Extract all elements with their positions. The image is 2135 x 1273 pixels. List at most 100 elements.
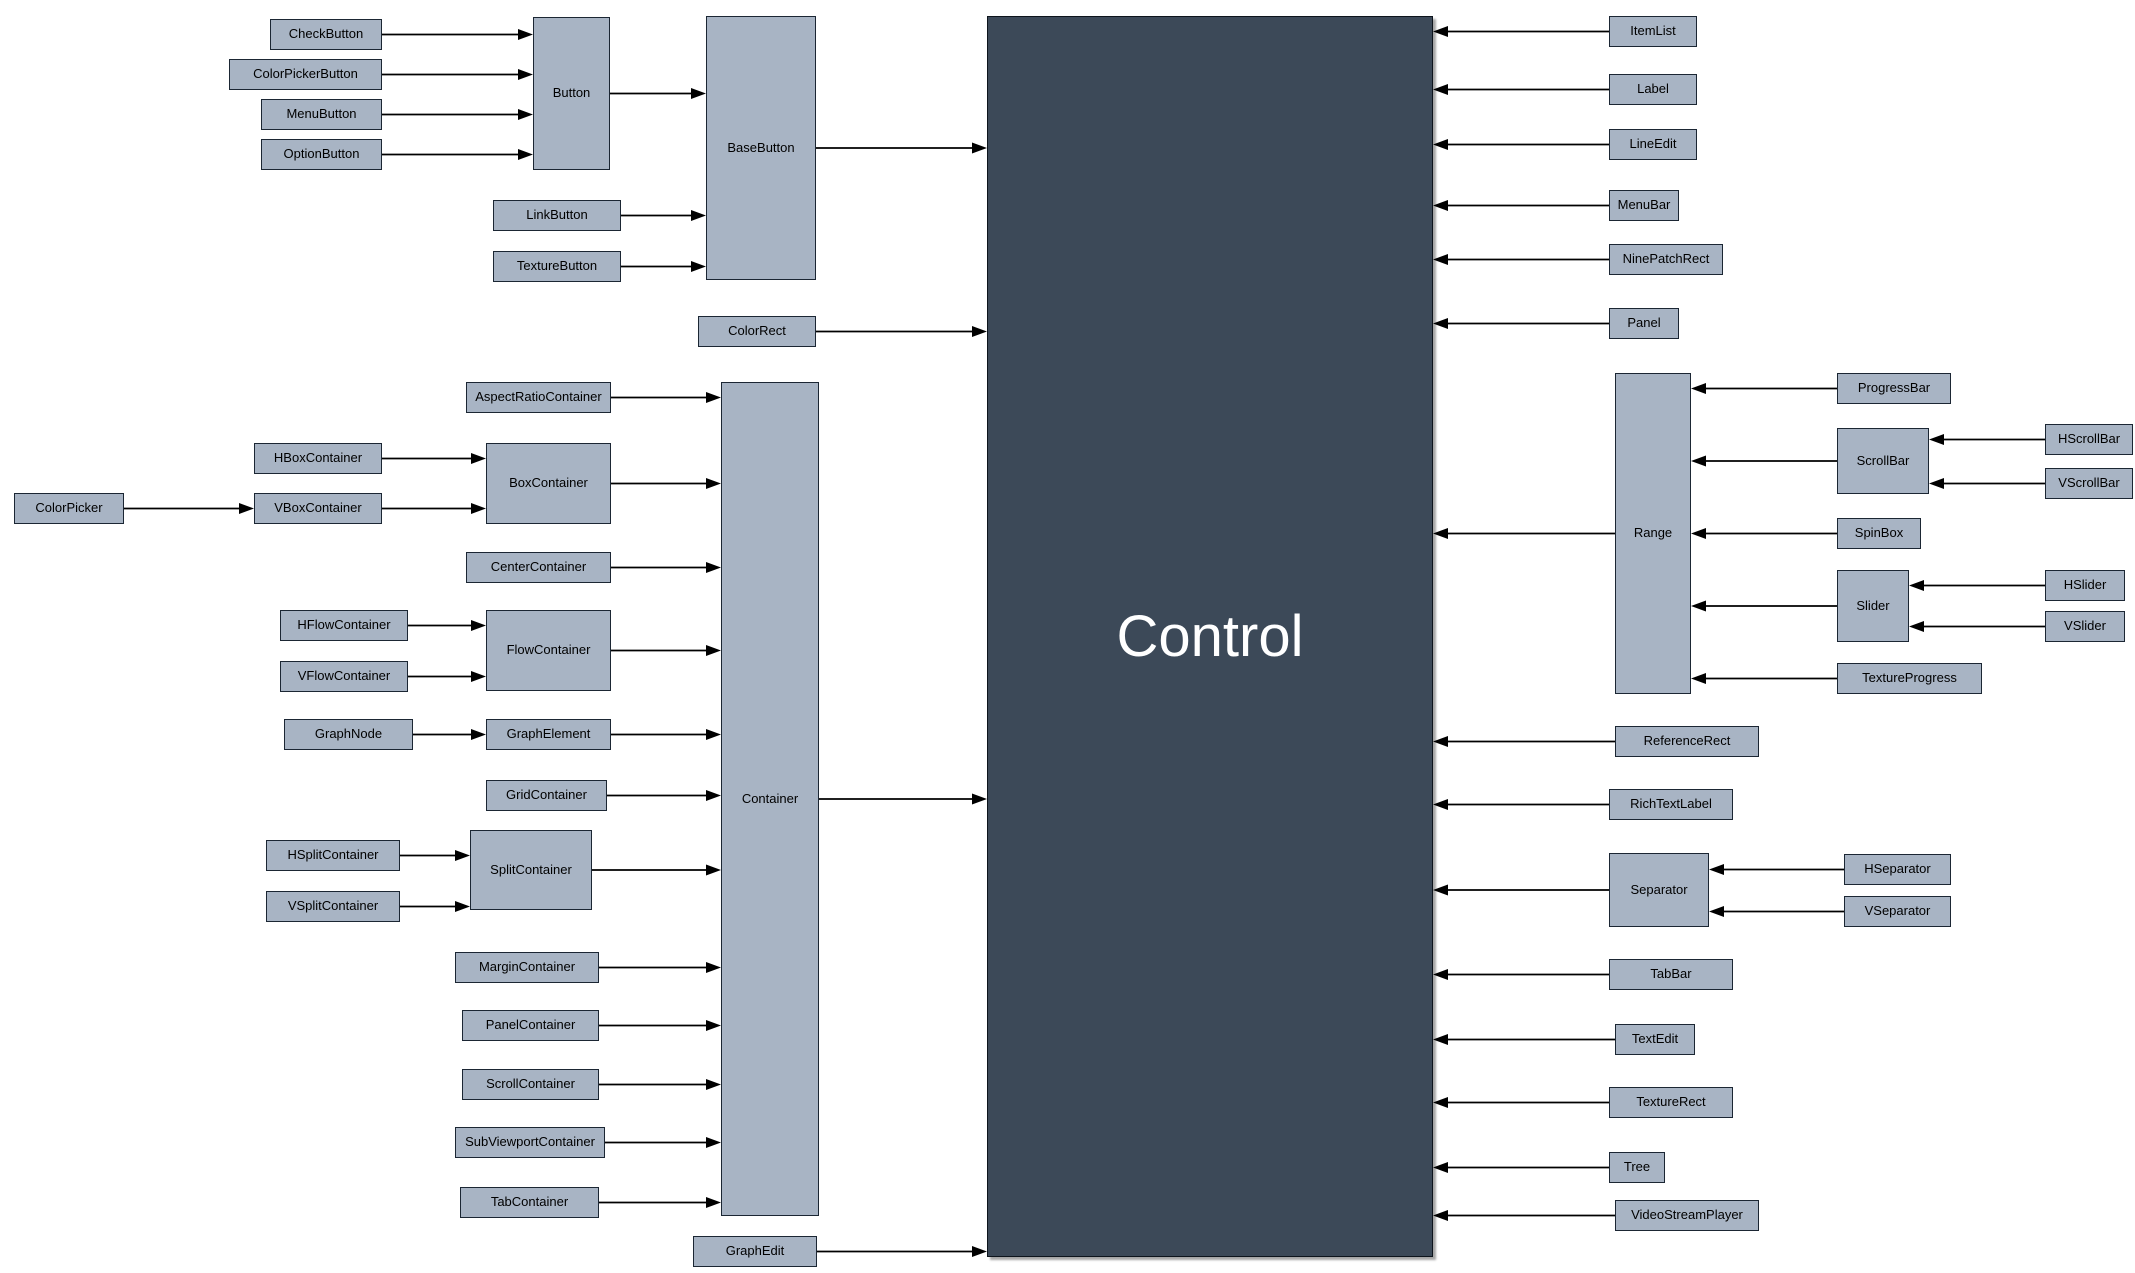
node-panel-container[interactable]: PanelContainer [462,1010,599,1041]
node-hsplit-container[interactable]: HSplitContainer [266,840,400,871]
edge-graph_node-graph_element [413,729,486,740]
node-label: HSplitContainer [287,847,379,863]
node-flow-container[interactable]: FlowContainer [486,610,611,691]
node-vbox-container[interactable]: VBoxContainer [254,493,382,524]
node-split-container[interactable]: SplitContainer [470,830,592,910]
edge-scroll_container-container [599,1079,721,1090]
node-option-button[interactable]: OptionButton [261,139,382,170]
node-label: MenuButton [286,106,357,122]
node-label: GraphElement [506,726,591,742]
node-menu-button[interactable]: MenuButton [261,99,382,130]
node-label: ScrollContainer [486,1076,575,1092]
node-texture-progress[interactable]: TextureProgress [1837,663,1982,694]
node-line-edit[interactable]: LineEdit [1609,129,1697,160]
node-texture-rect[interactable]: TextureRect [1609,1087,1733,1118]
node-color-rect[interactable]: ColorRect [698,316,816,347]
node-tree[interactable]: Tree [1609,1152,1665,1183]
node-aspect-ratio-container[interactable]: AspectRatioContainer [466,382,611,413]
node-label[interactable]: Label [1609,74,1697,105]
node-nine-patch-rect[interactable]: NinePatchRect [1609,244,1723,275]
node-spin-box[interactable]: SpinBox [1837,518,1921,549]
node-label: VFlowContainer [297,668,391,684]
node-container[interactable]: Container [721,382,819,1216]
node-hflow-container[interactable]: HFlowContainer [280,610,408,641]
node-text-edit[interactable]: TextEdit [1615,1024,1695,1055]
node-texture-button[interactable]: TextureButton [493,251,621,282]
node-grid-container[interactable]: GridContainer [486,780,607,811]
node-graph-edit[interactable]: GraphEdit [693,1236,817,1267]
node-label: ProgressBar [1857,380,1931,396]
node-label: Slider [1856,597,1890,613]
node-video-stream-player[interactable]: VideoStreamPlayer [1615,1200,1759,1231]
node-hslider[interactable]: HSlider [2045,570,2125,601]
node-label: HBoxContainer [273,450,363,466]
node-graph-node[interactable]: GraphNode [284,719,413,750]
edge-menu_button-button [382,109,533,120]
edge-text_edit-control [1433,1034,1615,1045]
edge-button-base_button [610,88,706,99]
node-label: AspectRatioContainer [475,389,602,405]
edge-graph_edit-control [817,1246,987,1257]
node-box-container[interactable]: BoxContainer [486,443,611,524]
edge-color_picker_button-button [382,69,533,80]
edge-center_container-container [611,562,721,573]
node-separator[interactable]: Separator [1609,853,1709,927]
edge-rich_text_label-control [1433,799,1609,810]
node-label: HScrollBar [2057,431,2121,447]
node-label: Panel [1627,315,1661,331]
node-color-picker-button[interactable]: ColorPickerButton [229,59,382,90]
edge-split_container-container [592,864,721,876]
node-check-button[interactable]: CheckButton [270,19,382,50]
node-scroll-bar[interactable]: ScrollBar [1837,428,1929,494]
edge-hsplit_container-split_container [400,850,470,861]
node-item-list[interactable]: ItemList [1609,16,1697,47]
edge-separator-control [1433,884,1609,896]
node-hbox-container[interactable]: HBoxContainer [254,443,382,474]
edge-vsplit_container-split_container [400,901,470,912]
node-reference-rect[interactable]: ReferenceRect [1615,726,1759,757]
node-label: TextureRect [1636,1094,1706,1110]
node-hseparator[interactable]: HSeparator [1844,854,1951,885]
node-menu-bar[interactable]: MenuBar [1609,190,1679,221]
node-progress-bar[interactable]: ProgressBar [1837,373,1951,404]
edge-color_picker-vbox_container [124,503,254,514]
node-label: VideoStreamPlayer [1631,1207,1743,1223]
node-tab-bar[interactable]: TabBar [1609,959,1733,990]
node-control[interactable]: Control [987,16,1433,1257]
node-tab-container[interactable]: TabContainer [460,1187,599,1218]
node-vflow-container[interactable]: VFlowContainer [280,661,408,692]
edge-progress_bar-range [1691,383,1837,394]
node-rich-text-label[interactable]: RichTextLabel [1609,789,1733,820]
node-panel[interactable]: Panel [1609,308,1679,339]
node-margin-container[interactable]: MarginContainer [455,952,599,983]
node-label: HSeparator [1864,861,1931,877]
edge-hbox_container-box_container [382,453,486,464]
node-color-picker[interactable]: ColorPicker [14,493,124,524]
node-label: VBoxContainer [274,500,362,516]
node-label: Range [1633,525,1673,541]
edge-texture_progress-range [1691,673,1837,684]
edge-panel-control [1433,318,1609,329]
node-hscroll-bar[interactable]: HScrollBar [2045,424,2133,455]
node-vscroll-bar[interactable]: VScrollBar [2045,468,2133,499]
node-scroll-container[interactable]: ScrollContainer [462,1069,599,1100]
node-label: CenterContainer [490,559,587,575]
node-sub-viewport-container[interactable]: SubViewportContainer [455,1127,605,1158]
node-base-button[interactable]: BaseButton [706,16,816,280]
node-button[interactable]: Button [533,17,610,170]
node-graph-element[interactable]: GraphElement [486,719,611,750]
node-slider[interactable]: Slider [1837,570,1909,642]
edge-margin_container-container [599,962,721,973]
node-label: GraphEdit [725,1243,785,1259]
edge-hscroll_bar-scroll_bar [1929,434,2045,445]
node-center-container[interactable]: CenterContainer [466,552,611,583]
node-range[interactable]: Range [1615,373,1691,694]
node-vsplit-container[interactable]: VSplitContainer [266,891,400,922]
node-label: CheckButton [288,26,364,42]
node-label: MenuBar [1617,197,1671,213]
node-link-button[interactable]: LinkButton [493,200,621,231]
node-vseparator[interactable]: VSeparator [1844,896,1951,927]
edge-slider-range [1691,600,1837,612]
node-vslider[interactable]: VSlider [2045,611,2125,642]
